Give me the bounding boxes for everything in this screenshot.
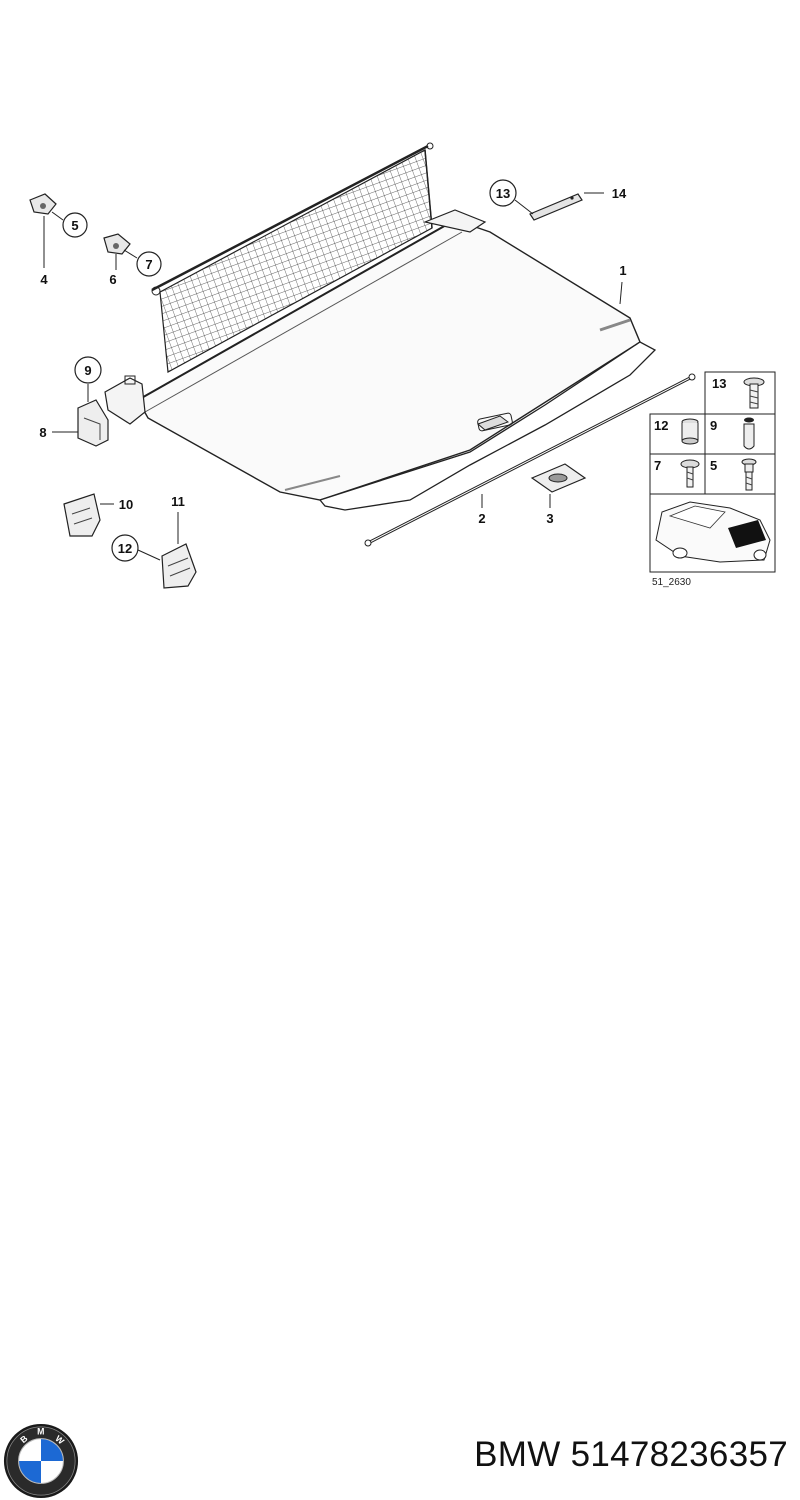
callout-4: 4 bbox=[40, 272, 48, 287]
callout-6: 6 bbox=[109, 272, 116, 287]
callout-12: 12 bbox=[111, 534, 139, 562]
svg-text:M: M bbox=[37, 1427, 44, 1437]
fastener-legend: 13 12 9 7 5 bbox=[649, 371, 776, 588]
callout-1: 1 bbox=[619, 263, 626, 278]
callout-9: 9 bbox=[74, 356, 102, 384]
callout-2: 2 bbox=[478, 511, 485, 526]
clip-4 bbox=[29, 193, 57, 215]
parts-diagram: 5 7 9 12 13 4 6 8 10 11 14 1 2 3 13 12 9… bbox=[29, 142, 776, 589]
part-make: BMW bbox=[474, 1435, 561, 1474]
plug-12-icon bbox=[681, 418, 699, 445]
legend-label-7: 7 bbox=[654, 458, 661, 473]
cargo-net bbox=[151, 142, 434, 373]
bracket-3 bbox=[530, 463, 587, 493]
rod bbox=[364, 373, 696, 547]
callout-8: 8 bbox=[39, 425, 46, 440]
holder-8 bbox=[77, 399, 109, 447]
legend-label-5: 5 bbox=[710, 458, 717, 473]
svg-text:12: 12 bbox=[118, 541, 132, 556]
part-number: 51478236357 bbox=[570, 1435, 788, 1474]
callout-5: 5 bbox=[62, 212, 88, 238]
footer: B M W BMW 51478236357 bbox=[0, 700, 800, 1499]
bmw-logo: B M W bbox=[3, 1423, 79, 1499]
strip-14 bbox=[529, 193, 583, 221]
callout-7: 7 bbox=[136, 251, 162, 277]
diagram-reference-code: 51_2630 bbox=[652, 577, 691, 588]
trim-panel bbox=[318, 341, 657, 511]
callout-11: 11 bbox=[171, 494, 185, 509]
screw-5-icon bbox=[741, 458, 757, 491]
screw-13-icon bbox=[743, 377, 765, 409]
callout-14: 14 bbox=[612, 186, 627, 201]
callout-13: 13 bbox=[489, 179, 517, 207]
pin-9-icon bbox=[743, 417, 755, 450]
legend-label-12: 12 bbox=[654, 418, 668, 433]
bracket-10 bbox=[63, 493, 101, 537]
svg-text:5: 5 bbox=[71, 218, 78, 233]
part-label: BMW 51478236357 bbox=[474, 1435, 788, 1475]
screw-7-icon bbox=[680, 459, 700, 488]
legend-label-13: 13 bbox=[712, 376, 726, 391]
callout-3: 3 bbox=[546, 511, 553, 526]
clip-6 bbox=[103, 233, 131, 255]
car-location-icon bbox=[655, 501, 771, 563]
svg-text:7: 7 bbox=[145, 257, 152, 272]
legend-label-9: 9 bbox=[710, 418, 717, 433]
leader-lines bbox=[43, 192, 623, 561]
callout-10: 10 bbox=[119, 497, 133, 512]
roller-blind-cover bbox=[104, 209, 641, 501]
svg-text:9: 9 bbox=[84, 363, 91, 378]
bracket-11 bbox=[161, 543, 197, 589]
svg-text:13: 13 bbox=[496, 186, 510, 201]
